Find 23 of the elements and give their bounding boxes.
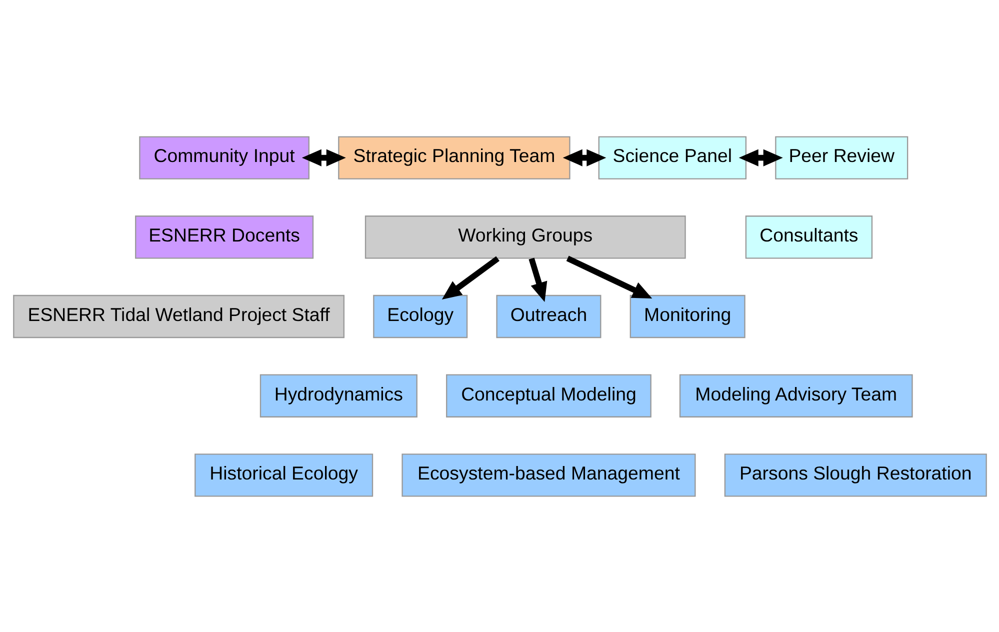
node-box: Monitoring <box>629 294 745 338</box>
node-box: Consultants <box>744 215 872 258</box>
arrow <box>562 148 606 166</box>
arrow <box>528 257 547 302</box>
node-box: Conceptual Modeling <box>446 374 651 417</box>
node-box: Community Input <box>138 136 309 179</box>
node-box: Strategic Planning Team <box>338 136 570 179</box>
node-box: Outreach <box>496 294 601 338</box>
arrow <box>738 148 782 166</box>
arrow <box>301 148 346 166</box>
node-box: Ecology <box>372 294 468 338</box>
node-box: Hydrodynamics <box>259 374 417 417</box>
arrow <box>566 255 652 298</box>
node-box: Modeling Advisory Team <box>678 374 912 417</box>
node-box: Parsons Slough Restoration <box>724 453 986 496</box>
node-box: Ecosystem-based Management <box>401 453 696 496</box>
node-box: Historical Ecology <box>194 453 373 496</box>
node-box: Peer Review <box>774 136 908 179</box>
node-box: Science Panel <box>598 136 746 179</box>
node-box: ESNERR Tidal Wetland Project Staff <box>12 294 344 338</box>
node-box: Working Groups <box>364 215 686 258</box>
arrow <box>441 256 499 300</box>
node-box: ESNERR Docents <box>134 215 314 258</box>
